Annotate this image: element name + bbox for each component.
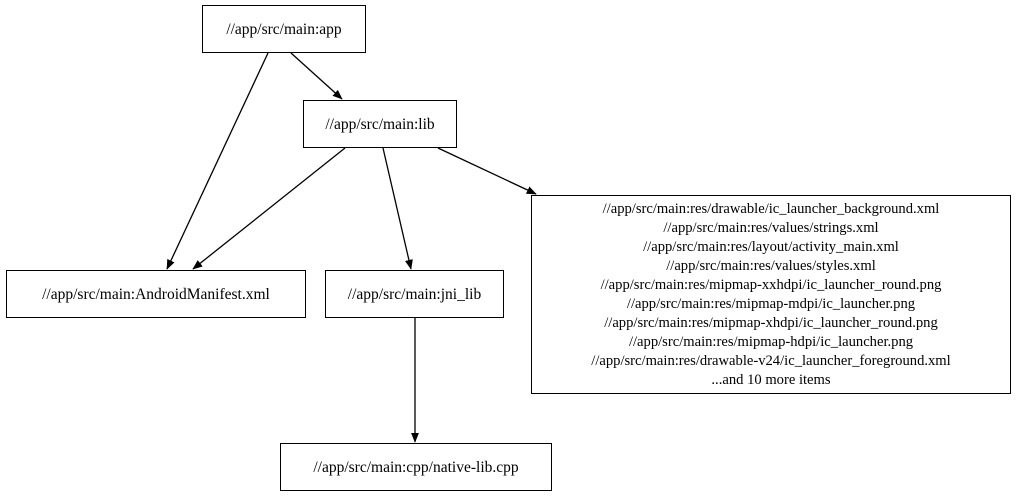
edge-lib-to-res bbox=[437, 147, 537, 195]
edge-lib-to-manifest bbox=[192, 147, 346, 270]
edge-app-to-manifest bbox=[166, 52, 269, 270]
graph-node-native-lib-cpp[interactable]: //app/src/main:cpp/native-lib.cpp bbox=[280, 443, 552, 491]
graph-node-app[interactable]: //app/src/main:app bbox=[202, 5, 366, 53]
edge-lib-to-jni-lib bbox=[382, 147, 413, 270]
graph-node-native-lib-cpp-label: //app/src/main:cpp/native-lib.cpp bbox=[313, 458, 519, 476]
graph-node-jni-lib[interactable]: //app/src/main:jni_lib bbox=[325, 270, 504, 318]
graph-node-android-manifest[interactable]: //app/src/main:AndroidManifest.xml bbox=[6, 270, 306, 318]
graph-node-lib[interactable]: //app/src/main:lib bbox=[303, 100, 457, 148]
edge-app-to-lib bbox=[290, 52, 343, 100]
graph-node-res-group-label: //app/src/main:res/drawable/ic_launcher_… bbox=[591, 200, 951, 388]
graph-node-res-group[interactable]: //app/src/main:res/drawable/ic_launcher_… bbox=[531, 195, 1011, 394]
graph-node-lib-label: //app/src/main:lib bbox=[325, 115, 435, 133]
graph-node-jni-lib-label: //app/src/main:jni_lib bbox=[347, 285, 482, 303]
graph-node-app-label: //app/src/main:app bbox=[226, 20, 342, 38]
graph-node-android-manifest-label: //app/src/main:AndroidManifest.xml bbox=[42, 285, 270, 303]
